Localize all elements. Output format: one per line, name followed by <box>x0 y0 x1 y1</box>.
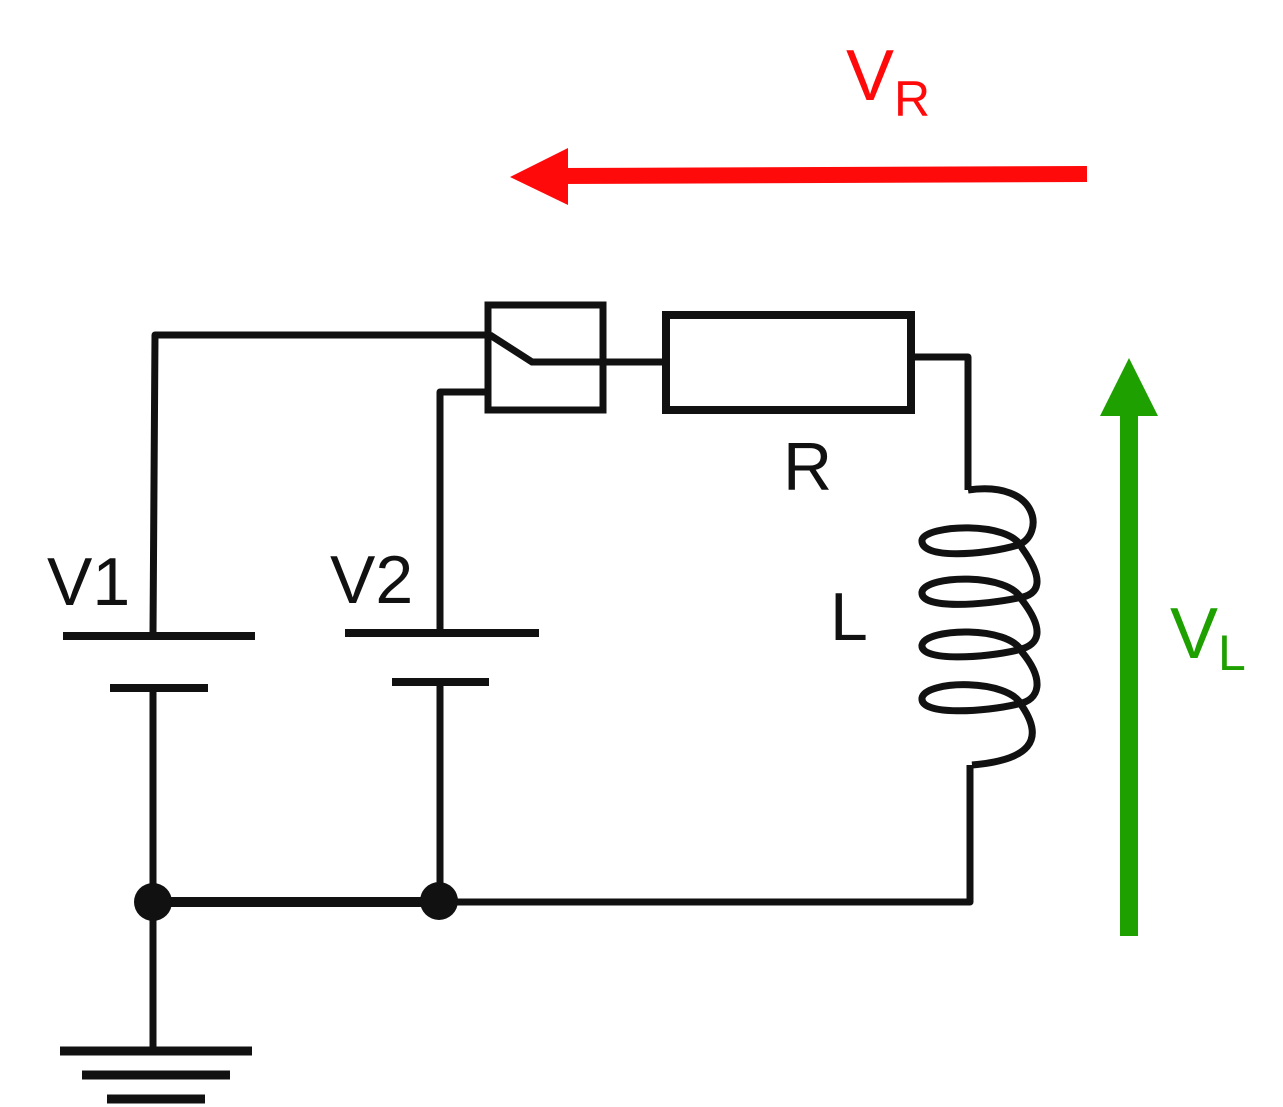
wire-v2-to-switch <box>436 388 490 632</box>
inductor-coil <box>918 485 1041 769</box>
battery-v1-label: V1 <box>47 544 130 620</box>
switch-box <box>484 301 607 414</box>
vl-arrow-head <box>1100 358 1158 416</box>
resistor-label: R <box>783 429 832 505</box>
vr-arrow-shaft <box>559 166 1088 184</box>
battery-v1 <box>63 632 255 692</box>
vr-arrow <box>510 148 1088 205</box>
wire-inductor-to-rail <box>440 765 974 906</box>
switch-blade <box>488 332 603 366</box>
vl-label: VL <box>1170 594 1246 681</box>
resistor <box>662 311 915 414</box>
wire-resistor-to-inductor <box>911 353 972 490</box>
vl-arrow <box>1100 358 1158 936</box>
wires <box>149 331 974 1050</box>
vr-arrow-head <box>510 148 568 205</box>
vr-label: VR <box>846 36 930 127</box>
junction-node-right <box>420 882 458 920</box>
inductor-label: L <box>830 579 868 655</box>
switch <box>484 301 607 414</box>
wire-v1-to-switch <box>149 331 490 633</box>
junction-node-left <box>134 883 172 921</box>
ground-symbol <box>60 1046 252 1104</box>
battery-v2-label: V2 <box>330 542 413 618</box>
battery-v2 <box>345 629 539 686</box>
